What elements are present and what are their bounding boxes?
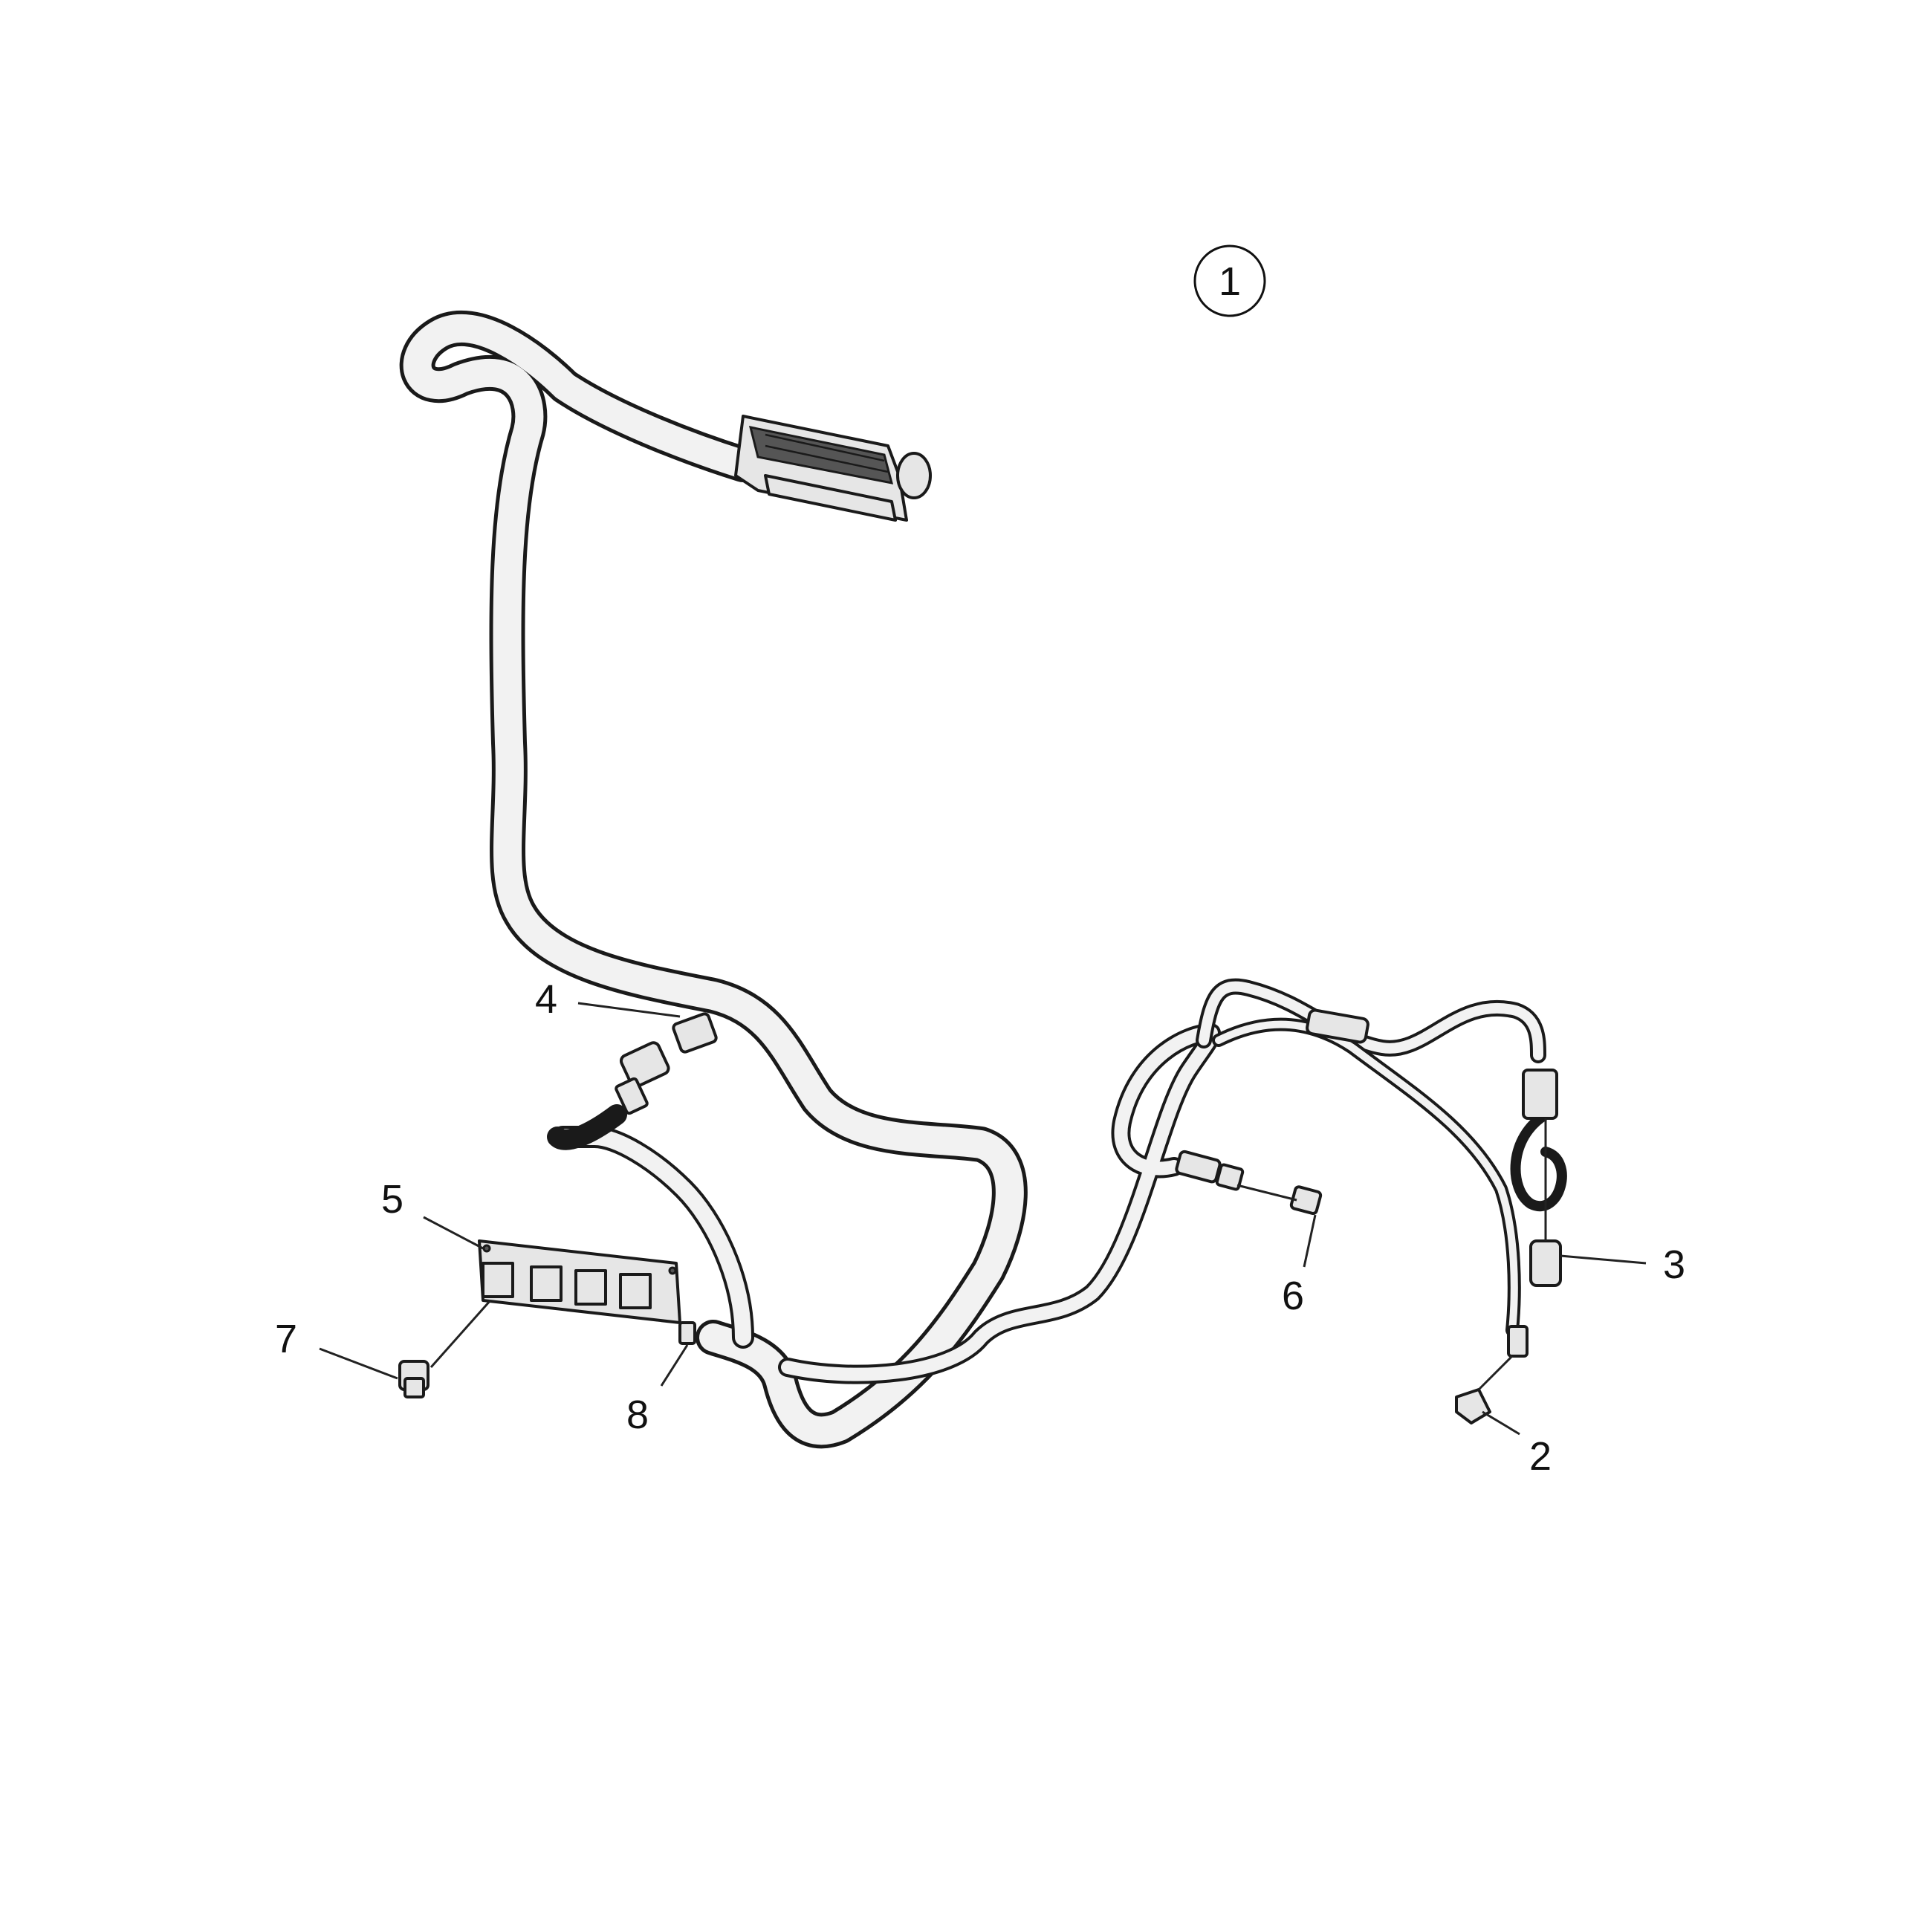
component-7 <box>398 1360 429 1398</box>
callout-label-3: 3 <box>1663 1242 1685 1287</box>
leader-line-5 <box>423 1216 484 1250</box>
callout-label-7: 7 <box>275 1317 297 1361</box>
assembly-number-badge: 1 <box>1193 244 1266 317</box>
leader-line-4 <box>577 1002 681 1018</box>
component-2 <box>1455 1325 1529 1424</box>
leader-line-8 <box>660 1344 689 1387</box>
component-3 <box>1522 1069 1562 1287</box>
ecu-connector <box>734 415 932 522</box>
connector-panel-5 <box>478 1239 681 1324</box>
callout-label-2: 2 <box>1529 1434 1552 1479</box>
connector-4 <box>615 1012 718 1115</box>
leader-line-2b <box>1477 1355 1514 1391</box>
connector-6 <box>1175 1150 1323 1216</box>
branch-cable-right <box>778 978 1567 1384</box>
component-8 <box>678 1321 696 1345</box>
leader-line-5b <box>429 1300 492 1368</box>
callout-label-6: 6 <box>1282 1274 1304 1318</box>
assembly-number: 1 <box>1219 259 1241 304</box>
leader-line-3 <box>1560 1254 1647 1265</box>
callout-label-8: 8 <box>626 1393 649 1437</box>
main-harness-cable <box>399 310 1028 1449</box>
callout-label-4: 4 <box>535 977 557 1022</box>
branch-cable-left <box>547 1104 754 1349</box>
inline-connector <box>1306 1008 1369 1044</box>
leader-line-6b <box>1236 1184 1297 1202</box>
leader-line-2 <box>1482 1410 1520 1436</box>
leader-line-7 <box>319 1347 398 1380</box>
leader-line-6 <box>1303 1214 1317 1268</box>
callout-label-5: 5 <box>381 1177 403 1222</box>
